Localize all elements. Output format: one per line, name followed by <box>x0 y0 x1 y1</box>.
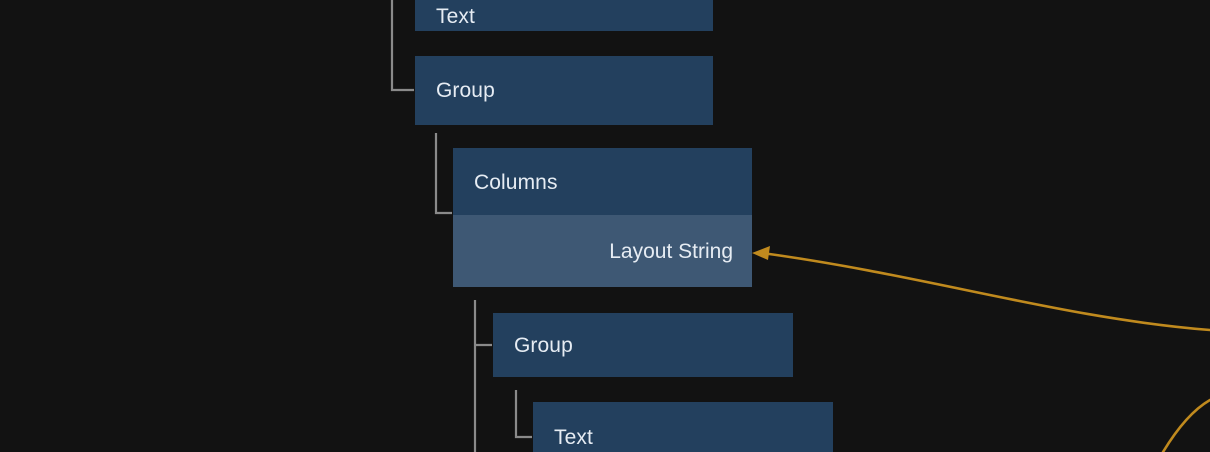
node-text-top[interactable]: Text <box>415 0 713 31</box>
connector-group-lower-to-text-bottom <box>514 390 532 439</box>
node-group-upper[interactable]: Group <box>415 56 713 125</box>
node-group-lower[interactable]: Group <box>493 313 793 377</box>
node-text-bottom[interactable]: Text <box>533 402 833 452</box>
node-title: Text <box>554 426 593 449</box>
connector-text-top-to-group-upper <box>390 0 414 92</box>
node-title: Text <box>436 5 475 28</box>
node-row-layout-string[interactable]: Layout String <box>453 215 752 287</box>
node-title: Group <box>514 334 573 357</box>
node-title: Columns <box>474 171 558 194</box>
arrow-to-layout-string-head <box>752 246 770 260</box>
node-title: Group <box>436 79 495 102</box>
arrow-edge-lower-right <box>1161 398 1210 452</box>
arrow-to-layout-string <box>760 251 1210 332</box>
connector-group-upper-to-columns <box>434 133 452 215</box>
